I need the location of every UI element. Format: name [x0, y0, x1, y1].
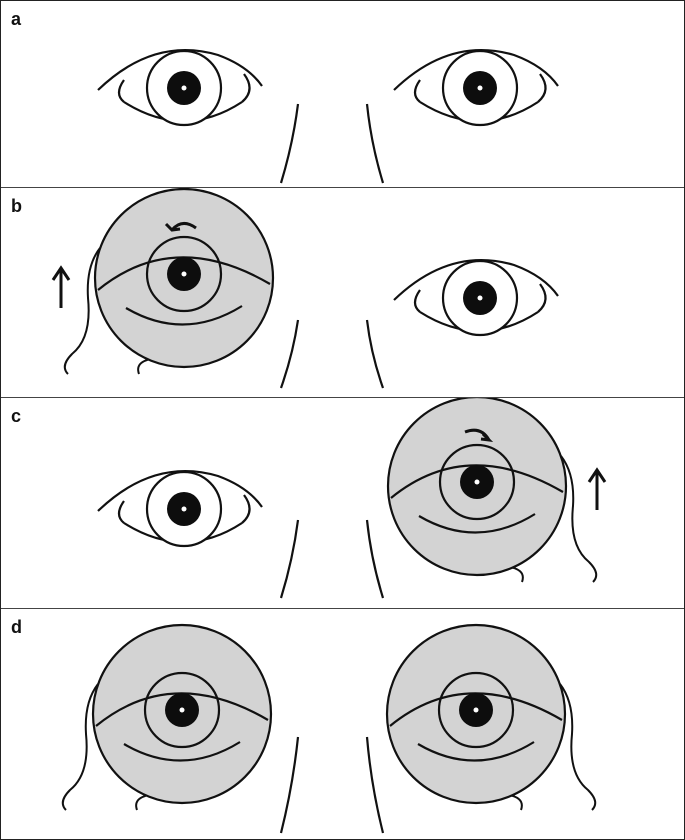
lower-eyelid-line: [417, 741, 535, 762]
upper-eyelid-line: [97, 256, 271, 291]
outer-canthus-line: [241, 73, 251, 103]
nose-outline: [279, 103, 385, 184]
nose-outline: [279, 319, 385, 389]
iris-circle: [437, 671, 515, 749]
outer-canthus-line: [537, 283, 547, 313]
left-open-eye: [97, 469, 263, 548]
pupil-highlight: [474, 479, 480, 485]
pupil-highlight: [473, 707, 479, 713]
upper-eyelid-line: [97, 469, 263, 512]
panel-label-a: a: [11, 9, 22, 29]
left-open-eye: [97, 48, 263, 127]
lower-eyelid-line: [123, 741, 241, 762]
nose-right-line: [365, 103, 385, 184]
panel-c: c: [1, 398, 684, 609]
nose-right-line: [365, 319, 385, 389]
nose-left-line: [279, 519, 300, 599]
nose-left-line: [279, 736, 300, 834]
hand-outline: [63, 247, 101, 375]
panel-b: b: [1, 188, 684, 398]
panel-d-drawing: [61, 623, 597, 834]
nose-left-line: [279, 103, 300, 184]
rotation-arrow-head-icon: [164, 222, 181, 232]
up-arrow-head-icon: [51, 265, 71, 281]
inner-canthus-line: [117, 500, 125, 524]
pupil-highlight: [179, 707, 185, 713]
pupil-highlight: [181, 506, 187, 512]
panel-a-drawing: [97, 48, 559, 184]
hand-outline: [61, 683, 99, 811]
iris-circle: [438, 443, 516, 521]
nose-right-line: [365, 736, 385, 834]
upper-eyelid-line: [393, 258, 559, 301]
panel-label-c: c: [11, 406, 22, 426]
iris-circle: [145, 235, 223, 313]
hand-outline: [560, 455, 598, 583]
right-eye-with-lens: [386, 398, 607, 583]
panel-a: a: [1, 1, 684, 188]
upper-eyelid-line: [95, 692, 269, 727]
nose-right-line: [365, 519, 385, 599]
panel-d: d: [1, 609, 684, 839]
iris-circle: [143, 671, 221, 749]
panel-c-drawing: [97, 398, 607, 599]
upper-eyelid-line: [393, 48, 559, 91]
left-eye-with-lens: [61, 623, 273, 811]
nose-left-line: [279, 319, 300, 389]
right-eye-with-lens: [385, 623, 597, 811]
right-open-eye: [393, 48, 559, 127]
right-open-eye: [393, 258, 559, 337]
lower-eyelid-line: [418, 513, 536, 534]
up-arrow-head-icon: [587, 467, 607, 483]
panel-b-drawing: [51, 188, 559, 389]
pupil-highlight: [477, 85, 483, 91]
upper-eyelid-line: [390, 464, 564, 499]
left-eye-with-lens: [51, 188, 275, 375]
outer-canthus-line: [537, 73, 547, 103]
rotation-arrow-head-icon: [480, 432, 494, 443]
nose-outline: [279, 519, 385, 599]
upper-eyelid-line: [389, 692, 563, 727]
outer-canthus-line: [241, 494, 251, 524]
inner-canthus-line: [413, 289, 421, 313]
hand-outline: [559, 683, 597, 811]
nose-outline: [279, 736, 385, 834]
pupil-highlight: [477, 295, 483, 301]
panel-label-b: b: [11, 196, 22, 216]
inner-canthus-line: [117, 79, 125, 103]
rotation-arrow-icon: [170, 222, 197, 232]
panel-label-d: d: [11, 617, 22, 637]
upper-eyelid-line: [97, 48, 263, 91]
inner-canthus-line: [413, 79, 421, 103]
pupil-highlight: [181, 85, 187, 91]
pupil-highlight: [181, 271, 187, 277]
lower-eyelid-line: [125, 305, 243, 326]
